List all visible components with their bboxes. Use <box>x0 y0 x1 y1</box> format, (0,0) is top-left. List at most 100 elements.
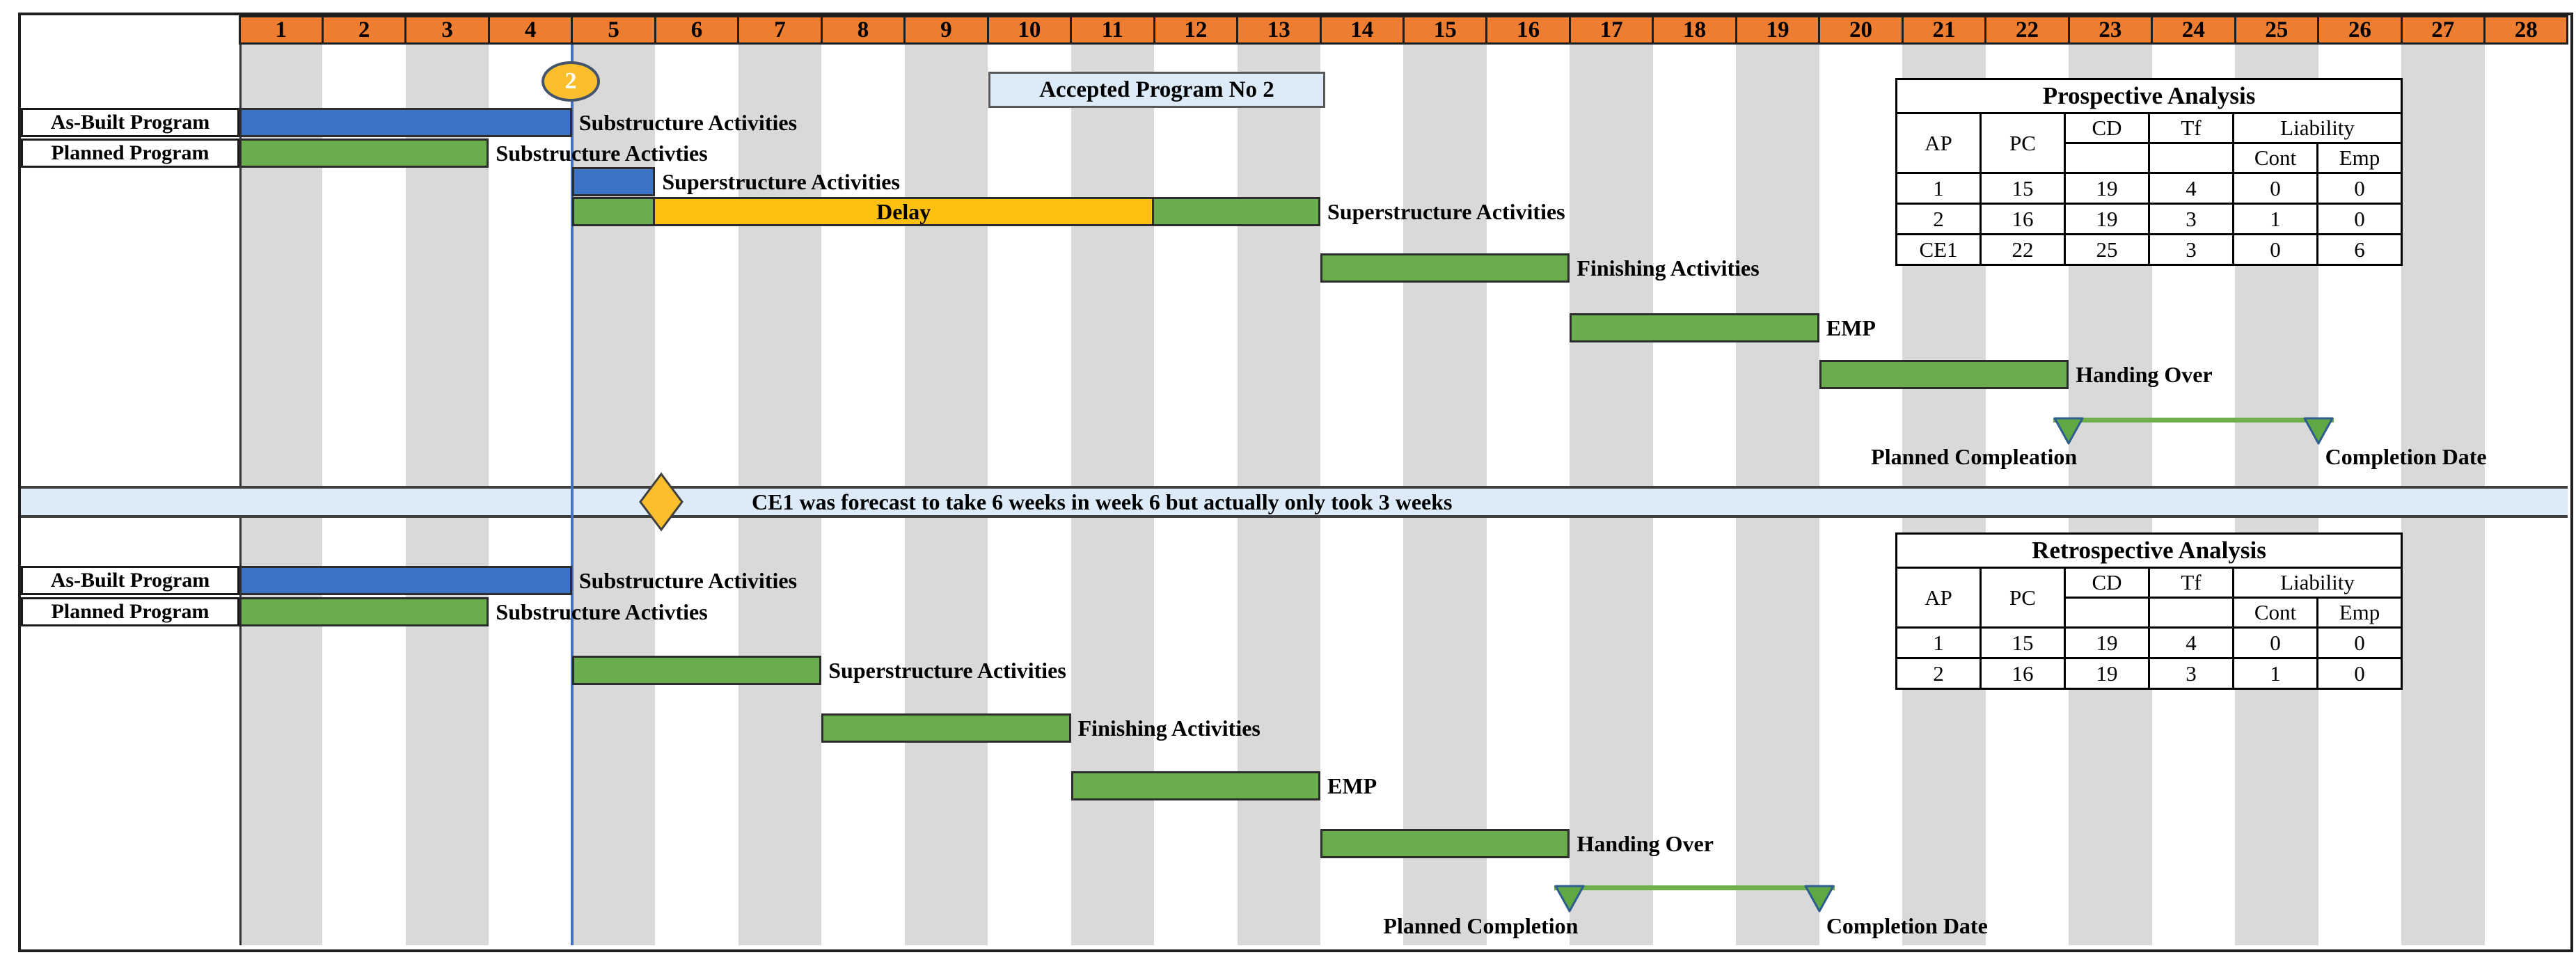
col-header-tf-spacer <box>2148 597 2234 629</box>
activity-label: Substructure Activties <box>496 599 708 624</box>
table-cell: 0 <box>2232 233 2318 266</box>
table-cell: 22 <box>1980 233 2066 266</box>
revision-badge: 2 <box>542 61 600 102</box>
week-header-cell: 15 <box>1402 15 1488 45</box>
week-header-cell: 4 <box>487 15 574 45</box>
gantt-bar-green <box>1819 360 2069 389</box>
milestone-triangle-icon <box>2053 417 2084 445</box>
table-cell: 16 <box>1980 657 2066 690</box>
table-cell: 19 <box>2064 626 2150 659</box>
table-cell: 0 <box>2316 626 2403 659</box>
table-cell: 6 <box>2316 233 2403 266</box>
table-cell: 3 <box>2148 233 2234 266</box>
week-header-cell: 27 <box>2400 15 2486 45</box>
week-header-cell: 20 <box>1818 15 1904 45</box>
col-header-cont: Cont <box>2232 142 2318 174</box>
col-header-cont: Cont <box>2232 597 2318 629</box>
week-header-cell: 12 <box>1153 15 1239 45</box>
program-label: As-Built Program <box>21 566 239 595</box>
activity-label: Handing Over <box>1577 831 1714 856</box>
activity-label: Substructure Activities <box>578 110 798 135</box>
week-header-cell: 25 <box>2234 15 2320 45</box>
table-cell: 0 <box>2232 626 2318 659</box>
milestone-connector-line <box>1554 885 1835 890</box>
week-header-cell: 22 <box>1984 15 2070 45</box>
gantt-bar-green <box>239 139 489 168</box>
table-cell: 3 <box>2148 203 2234 235</box>
week-header-cell: 14 <box>1319 15 1405 45</box>
week-header-cell: 2 <box>321 15 407 45</box>
activity-label: Superstructure Activities <box>1327 199 1565 224</box>
activity-label: Finishing Activities <box>1077 716 1261 741</box>
gantt-bar-green <box>821 713 1071 743</box>
col-header-tf: Tf <box>2148 567 2234 599</box>
gantt-bar-green <box>1320 253 1570 283</box>
gantt-bar-green <box>239 597 489 626</box>
week-header-cell: 13 <box>1236 15 1322 45</box>
table-cell: 0 <box>2232 172 2318 205</box>
activity-label: Superstructure Activities <box>828 658 1066 683</box>
program-label: As-Built Program <box>21 108 239 137</box>
col-header-ap: AP <box>1895 112 1982 174</box>
week-header-cell: 18 <box>1652 15 1737 45</box>
activity-label: Finishing Activities <box>1577 255 1760 281</box>
week-header-cell: 16 <box>1485 15 1571 45</box>
program-label: Planned Program <box>21 139 239 168</box>
week-header-cell: 1 <box>238 15 324 45</box>
table-cell: 1 <box>1895 172 1982 205</box>
table-cell: 0 <box>2316 657 2403 690</box>
table-title: Retrospective Analysis <box>1895 532 2403 569</box>
col-header-cd-spacer <box>2064 597 2150 629</box>
week-header-cell: 26 <box>2317 15 2403 45</box>
activity-label: EMP <box>1826 315 1876 340</box>
week-header-cell: 23 <box>2067 15 2154 45</box>
week-header-cell: 5 <box>571 15 656 45</box>
col-header-liability: Liability <box>2231 567 2403 599</box>
col-header-cd: CD <box>2064 112 2150 144</box>
col-header-cd-spacer <box>2064 142 2150 174</box>
gantt-bar-green <box>1320 829 1570 858</box>
week-header-cell: 3 <box>404 15 490 45</box>
table-title: Prospective Analysis <box>1895 78 2403 114</box>
gantt-bar-yellow: Delay <box>653 197 1155 226</box>
table-cell: 2 <box>1895 657 1982 690</box>
table-cell: 19 <box>2064 657 2150 690</box>
activity-label: Substructure Activties <box>496 141 708 166</box>
week-header-cell: 8 <box>820 15 906 45</box>
gantt-bar-green <box>1570 313 1819 342</box>
event-banner <box>21 486 2568 518</box>
week-header-cell: 9 <box>903 15 989 45</box>
milestone-triangle-icon <box>1804 885 1835 913</box>
week-header-cell: 17 <box>1568 15 1654 45</box>
gantt-bar-green <box>571 656 822 685</box>
accepted-program-label: Accepted Program No 2 <box>988 72 1325 108</box>
week-header-cell: 7 <box>737 15 823 45</box>
table-cell: 3 <box>2148 657 2234 690</box>
activity-label: Handing Over <box>2076 362 2213 387</box>
table-cell: 1 <box>2232 657 2318 690</box>
event-banner-text: CE1 was forecast to take 6 weeks in week… <box>752 489 1453 514</box>
planned-completion-label: Planned Completion <box>1383 913 1579 938</box>
activity-label: Substructure Activities <box>578 568 798 593</box>
col-header-cd: CD <box>2064 567 2150 599</box>
week-header-cell: 24 <box>2151 15 2236 45</box>
col-header-emp: Emp <box>2316 142 2403 174</box>
program-label: Planned Program <box>21 597 239 626</box>
week-header-cell: 28 <box>2483 15 2569 45</box>
activity-label: Superstructure Activities <box>662 169 900 194</box>
table-cell: 16 <box>1980 203 2066 235</box>
table-cell: 25 <box>2064 233 2150 266</box>
col-header-pc: PC <box>1980 112 2066 174</box>
table-cell: 4 <box>2148 172 2234 205</box>
table-cell: 4 <box>2148 626 2234 659</box>
week-header-cell: 19 <box>1735 15 1821 45</box>
week-header-cell: 11 <box>1070 15 1155 45</box>
col-header-tf-spacer <box>2148 142 2234 174</box>
planned-completion-label: Planned Compleation <box>1871 444 2078 469</box>
table-cell: 15 <box>1980 626 2066 659</box>
data-date-line <box>570 45 574 945</box>
col-header-ap: AP <box>1895 567 1982 629</box>
gantt-bar-blue <box>239 108 572 137</box>
